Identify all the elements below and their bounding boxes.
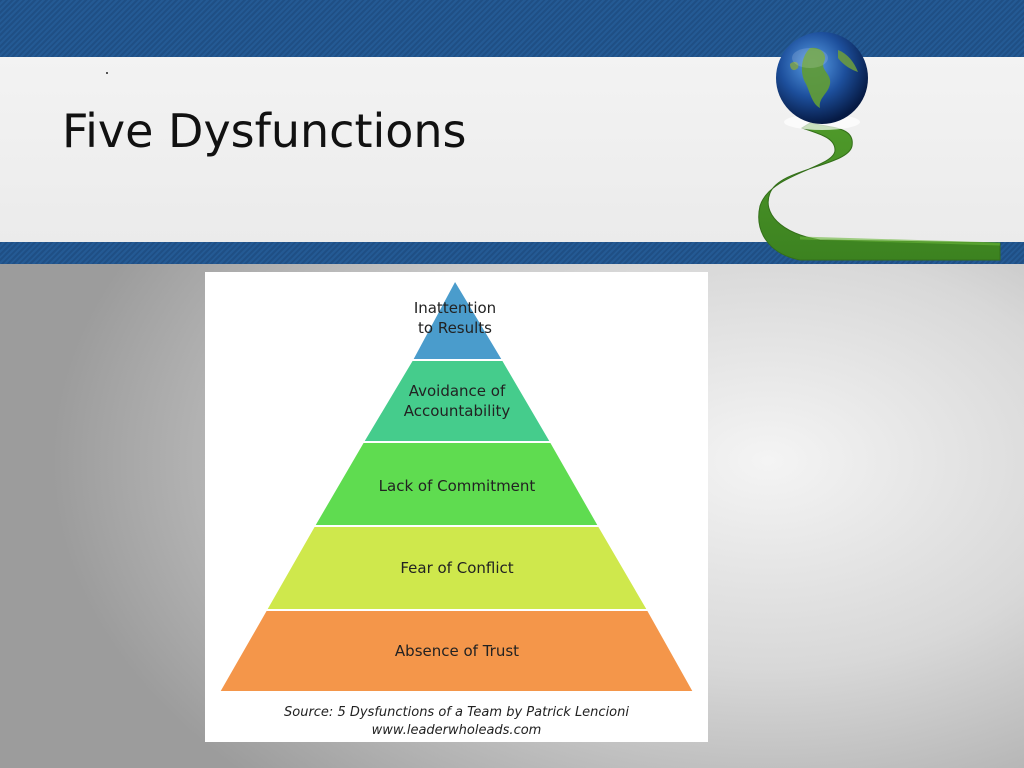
- source-caption: Source: 5 Dysfunctions of a Team by Patr…: [205, 704, 708, 740]
- source-line-attribution: Source: 5 Dysfunctions of a Team by Patr…: [205, 704, 708, 722]
- source-line-url: www.leaderwholeads.com: [205, 722, 708, 740]
- tier-label-lack-of-commitment: Lack of Commitment: [347, 476, 567, 496]
- tier-label-avoidance-of-accountability: Avoidance of Accountability: [375, 381, 539, 421]
- tier-label-absence-of-trust: Absence of Trust: [347, 641, 567, 661]
- stray-dot: [106, 72, 108, 74]
- tier-label-inattention-to-results: Inattention to Results: [385, 298, 525, 338]
- pyramid-diagram: [205, 272, 708, 742]
- pyramid-figure: Inattention to Results Avoidance of Acco…: [205, 272, 708, 742]
- slide-title: Five Dysfunctions: [62, 104, 467, 158]
- tier-label-fear-of-conflict: Fear of Conflict: [347, 558, 567, 578]
- globe-path-icon: [740, 28, 1010, 268]
